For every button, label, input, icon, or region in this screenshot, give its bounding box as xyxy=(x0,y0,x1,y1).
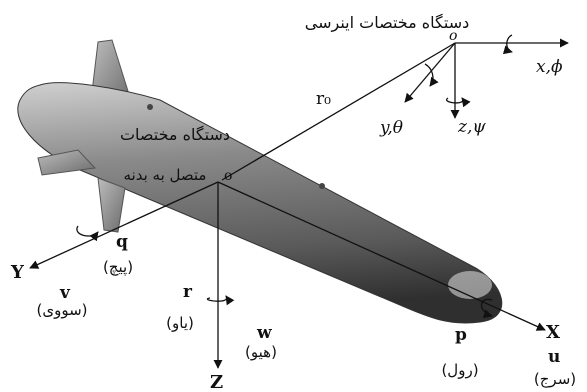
body-x-axis xyxy=(217,181,546,331)
surge-rate-label: u xyxy=(548,347,560,367)
body-x-label: X xyxy=(546,322,560,343)
inertial-frame-axes xyxy=(221,38,569,181)
position-vector xyxy=(221,42,456,181)
yaw-rate-label: r xyxy=(183,282,193,302)
body-z-label: Z xyxy=(210,372,223,392)
roll-rate-label: p xyxy=(455,325,467,345)
body-y-axis xyxy=(29,181,219,269)
inertial-y-axis xyxy=(404,42,456,103)
theta-rotation-icon xyxy=(424,63,439,87)
body-frame-title-1: دستگاه مختصات xyxy=(120,125,230,144)
inertial-origin-label: o xyxy=(449,28,457,44)
body-y-label: Y xyxy=(10,262,25,283)
body-frame-title-2: متصل به بدنه xyxy=(124,166,207,184)
bottom-fin xyxy=(97,177,126,233)
inertial-z-label: z,ψ xyxy=(457,117,486,137)
position-vector-label: r₀ xyxy=(316,89,331,109)
phi-rotation-icon xyxy=(502,34,513,55)
inertial-frame-title: دستگاه مختصات اینرسی xyxy=(305,13,469,33)
sway-name-label: (سووی) xyxy=(36,301,87,319)
body-origin-label: o xyxy=(224,168,232,184)
yaw-rotation-icon xyxy=(206,295,235,306)
roll-rotation-icon xyxy=(480,298,493,319)
inertial-y-label: y,θ xyxy=(379,118,403,138)
yaw-name-label: (یاو) xyxy=(166,314,194,332)
side-fin xyxy=(37,149,97,176)
body-frame-axes xyxy=(29,181,546,369)
nose-highlight xyxy=(448,271,492,299)
auv-vehicle xyxy=(17,39,503,324)
sway-rate-label: v xyxy=(59,283,71,303)
surge-name-label: (سرج) xyxy=(534,370,576,389)
pitch-rotation-icon xyxy=(76,225,99,242)
rotation-arrows xyxy=(76,34,513,319)
psi-rotation-icon xyxy=(445,97,471,108)
hull xyxy=(17,82,503,324)
heave-rate-label: w xyxy=(256,323,272,343)
inertial-x-label: x,ϕ xyxy=(536,57,563,77)
pitch-rate-label: q xyxy=(116,232,128,252)
heave-name-label: (هیو) xyxy=(245,343,277,361)
roll-name-label: (رول) xyxy=(441,361,478,379)
pitch-name-label: (پیچ) xyxy=(103,258,133,277)
hull-bump xyxy=(147,104,153,110)
hull-bump xyxy=(319,183,325,189)
